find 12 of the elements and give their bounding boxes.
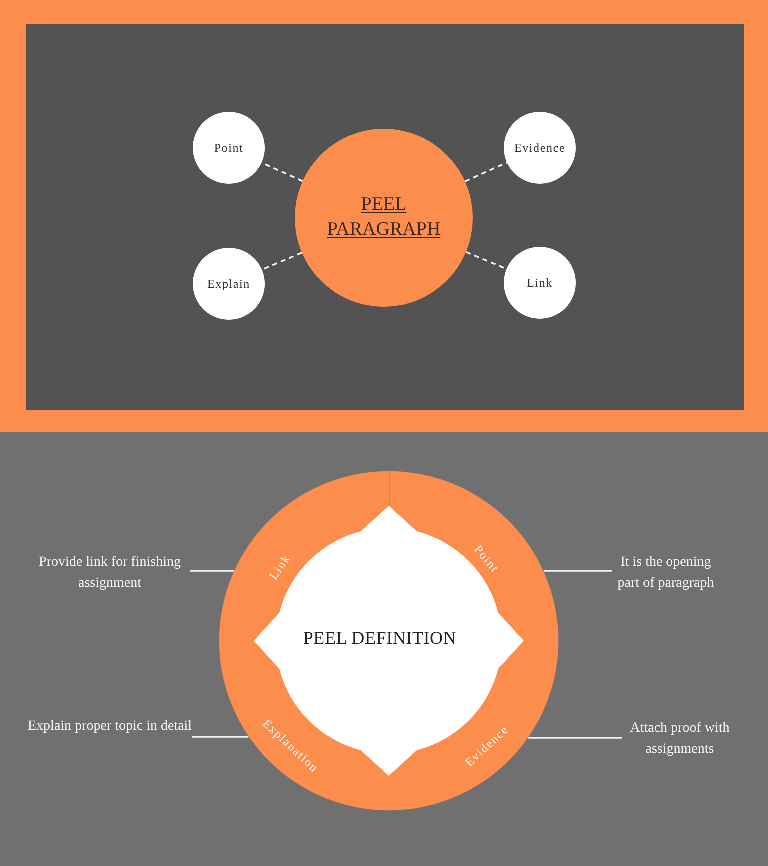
- leader-line: [192, 736, 249, 738]
- leader-line: [544, 570, 612, 572]
- dashed-connector: [262, 252, 302, 271]
- leader-line: [528, 737, 622, 739]
- description-text: It is the opening part of paragraph: [612, 552, 720, 594]
- leader-line: [190, 570, 234, 572]
- dashed-connector: [464, 162, 508, 182]
- description-text: Attach proof with assignments: [622, 718, 738, 760]
- description-text: Explain proper topic in detail: [28, 716, 192, 737]
- center-heading: PEEL DEFINITION: [303, 628, 457, 650]
- dashed-connector: [466, 251, 508, 270]
- description-text: Provide link for finishing assignment: [30, 552, 190, 594]
